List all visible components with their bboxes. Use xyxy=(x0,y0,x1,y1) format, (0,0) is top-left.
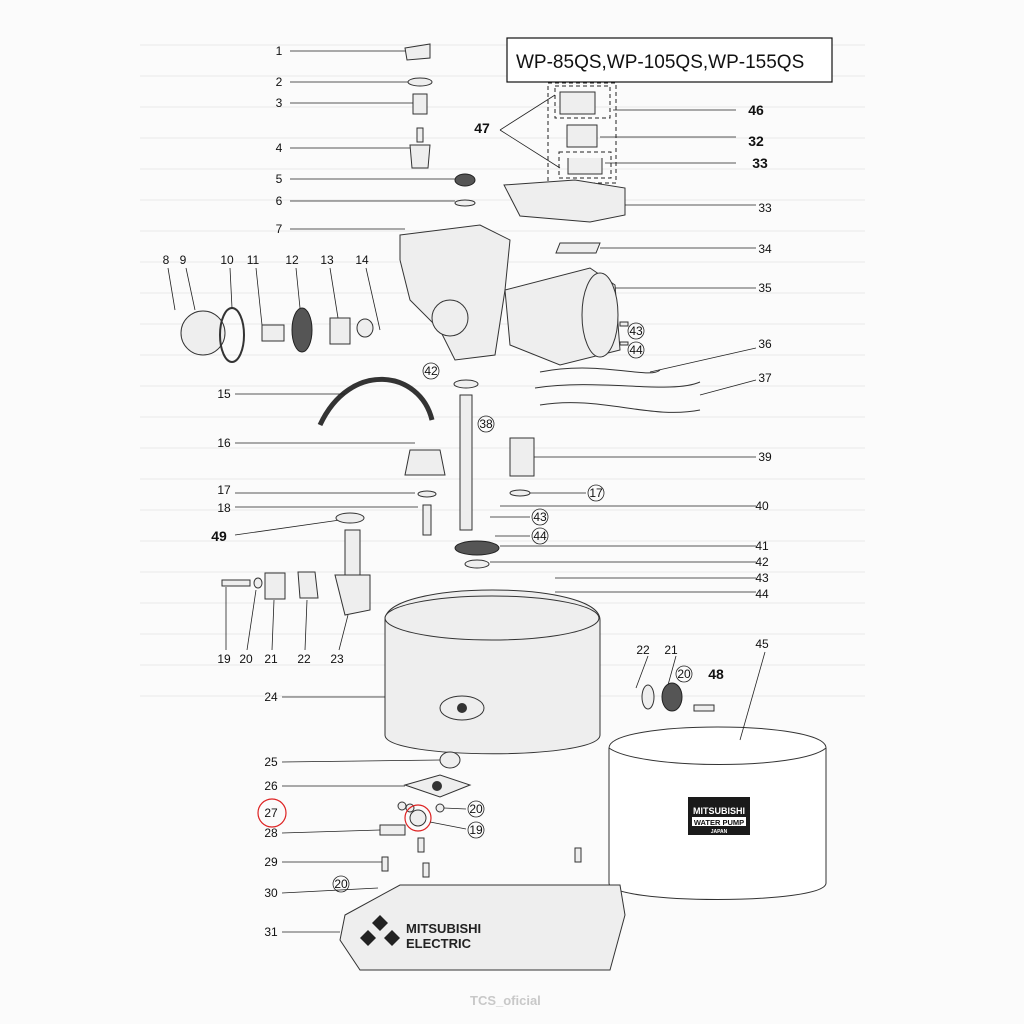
label-46: 46 xyxy=(748,102,764,118)
label-21: 21 xyxy=(264,652,278,666)
label-22: 22 xyxy=(297,652,311,666)
base-logo-line1: MITSUBISHI xyxy=(406,921,481,936)
control-box-group xyxy=(499,82,756,254)
model-title: WP-85QS,WP-105QS,WP-155QS xyxy=(516,52,804,73)
callout-17: 17 xyxy=(589,486,603,500)
label-40: 40 xyxy=(755,499,769,513)
label-36: 36 xyxy=(758,337,772,351)
label-15: 15 xyxy=(217,387,231,401)
label-48: 48 xyxy=(708,666,724,682)
label-23: 23 xyxy=(330,652,344,666)
label-6: 6 xyxy=(276,194,283,208)
callout-43: 43 xyxy=(629,324,643,338)
label-45: 45 xyxy=(755,637,769,651)
badge-origin: JAPAN xyxy=(711,829,728,835)
label-20: 20 xyxy=(239,652,253,666)
label-42: 42 xyxy=(755,555,769,569)
label-37: 37 xyxy=(758,371,772,385)
motor xyxy=(504,267,757,413)
callout-20: 20 xyxy=(677,667,691,681)
label-4: 4 xyxy=(276,141,283,155)
label-9: 9 xyxy=(180,253,187,267)
label-44: 44 xyxy=(755,587,769,601)
label-12: 12 xyxy=(285,253,299,267)
drain-parts xyxy=(221,571,349,651)
mitsubishi-badge xyxy=(688,797,750,835)
circled-callouts xyxy=(257,322,693,893)
background-grid xyxy=(140,44,865,697)
label-24: 24 xyxy=(264,690,278,704)
label-10: 10 xyxy=(220,253,234,267)
label-28: 28 xyxy=(264,826,278,840)
highlight-circle-part xyxy=(404,804,432,832)
callout-20b: 20 xyxy=(469,802,483,816)
mitsubishi-logo-icon xyxy=(360,915,400,946)
title-box xyxy=(506,37,833,83)
label-33: 33 xyxy=(758,201,772,215)
bottom-parts xyxy=(281,751,582,894)
label-29: 29 xyxy=(264,855,278,869)
part-labels: 1 2 3 4 5 6 7 8 9 10 11 12 13 14 15 16 1… xyxy=(163,44,772,939)
label-3: 3 xyxy=(276,96,283,110)
label-26: 26 xyxy=(264,779,278,793)
pump-base: MITSUBISHI ELECTRIC xyxy=(282,884,626,971)
callout-44b: 44 xyxy=(533,529,547,543)
label-35: 35 xyxy=(758,281,772,295)
label-30: 30 xyxy=(264,886,278,900)
label-47: 47 xyxy=(474,120,490,136)
label-19: 19 xyxy=(217,652,231,666)
label-25: 25 xyxy=(264,755,278,769)
label-49: 49 xyxy=(211,528,227,544)
label-2: 2 xyxy=(276,75,283,89)
watermark: TCS_oficial xyxy=(470,993,541,1008)
callout-20c: 20 xyxy=(334,877,348,891)
label-14: 14 xyxy=(355,253,369,267)
label-43: 43 xyxy=(755,571,769,585)
callout-44: 44 xyxy=(629,343,643,357)
label-1: 1 xyxy=(276,44,283,58)
highlight-circle-27 xyxy=(257,798,287,828)
valve-stack xyxy=(290,43,511,361)
label-18: 18 xyxy=(217,501,231,515)
label-27: 27 xyxy=(264,806,278,820)
callout-38: 38 xyxy=(479,417,493,431)
label-13: 13 xyxy=(320,253,334,267)
label-33-bold: 33 xyxy=(752,155,768,171)
pump-tank xyxy=(282,589,715,755)
label-5: 5 xyxy=(276,172,283,186)
label-39: 39 xyxy=(758,450,772,464)
outer-cover: MITSUBISHI WATER PUMP JAPAN xyxy=(608,651,827,900)
label-16: 16 xyxy=(217,436,231,450)
base-logo-line2: ELECTRIC xyxy=(406,936,472,951)
label-31: 31 xyxy=(264,925,278,939)
callout-43b: 43 xyxy=(533,510,547,524)
label-8: 8 xyxy=(163,253,170,267)
callout-19: 19 xyxy=(469,823,483,837)
callout-42: 42 xyxy=(424,364,438,378)
label-17: 17 xyxy=(217,483,231,497)
label-32: 32 xyxy=(748,133,764,149)
label-41: 41 xyxy=(755,539,769,553)
label-21-right: 21 xyxy=(664,643,678,657)
label-34: 34 xyxy=(758,242,772,256)
label-7: 7 xyxy=(276,222,283,236)
label-22-right: 22 xyxy=(636,643,650,657)
badge-brand: MITSUBISHI xyxy=(693,806,745,816)
hose-and-switch xyxy=(234,376,756,616)
impeller-parts xyxy=(167,267,381,363)
label-11: 11 xyxy=(247,253,260,267)
badge-product: WATER PUMP xyxy=(694,818,744,827)
